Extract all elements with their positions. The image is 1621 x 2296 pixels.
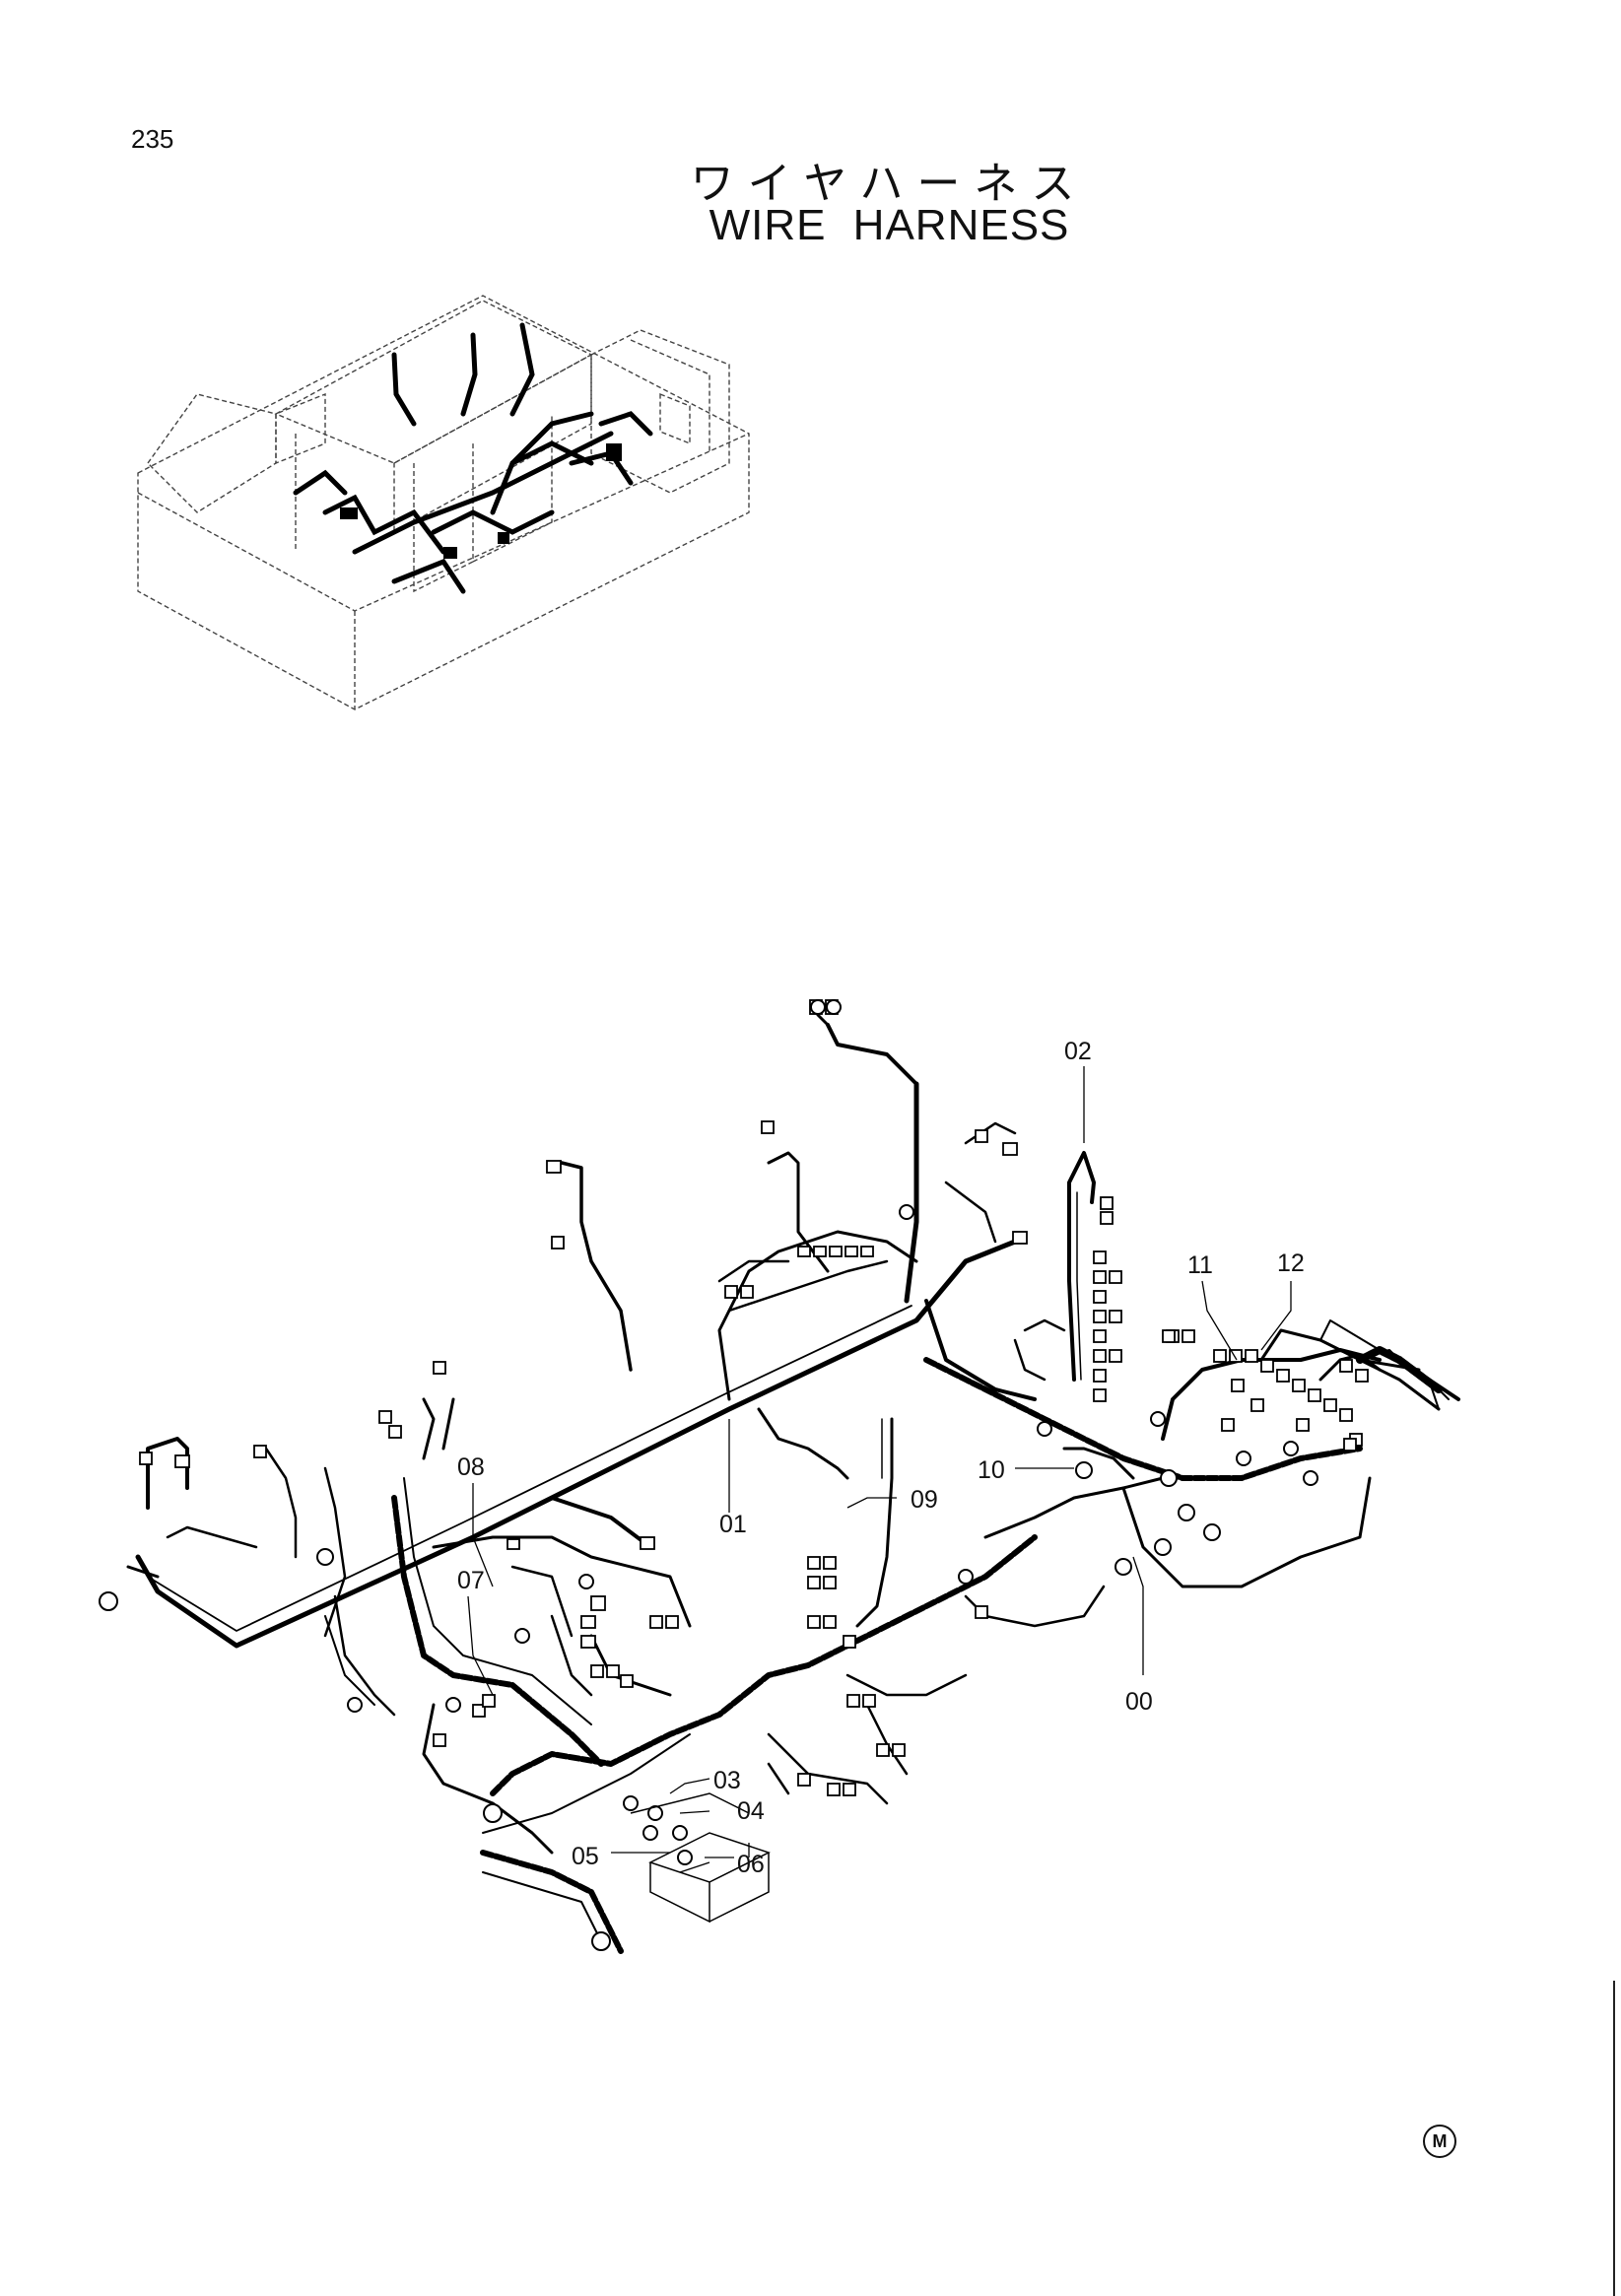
overview-harness-lines: [293, 322, 653, 594]
callout-05: 05: [572, 1843, 599, 1870]
m-mark: M: [1423, 2125, 1456, 2158]
callout-12: 12: [1277, 1249, 1305, 1277]
callout-03: 03: [713, 1767, 741, 1794]
callout-09: 09: [911, 1486, 938, 1514]
callout-10: 10: [978, 1456, 1005, 1484]
callout-labels: 02 11 12 10 09 01 08 07 00 03 04 05 06: [457, 1038, 1305, 1878]
callout-07: 07: [457, 1567, 485, 1594]
main-harness-bundles: [126, 1013, 1460, 1954]
machine-overview-illustration: [137, 295, 750, 710]
callout-00: 00: [1125, 1688, 1153, 1716]
title-japanese: ワイヤハーネス: [690, 159, 1089, 209]
title-english: WIRE HARNESS: [709, 201, 1070, 249]
page-edge-line: [1613, 1981, 1615, 2296]
callout-08: 08: [457, 1453, 485, 1481]
callout-06: 06: [737, 1851, 765, 1878]
battery-outline: [630, 1792, 771, 1924]
callout-01: 01: [719, 1511, 747, 1538]
round-connectors: [99, 999, 1318, 1951]
callout-leaders: [467, 1066, 1292, 1873]
callout-11: 11: [1187, 1251, 1213, 1279]
callout-02: 02: [1064, 1038, 1092, 1065]
page-number: 235: [131, 124, 174, 154]
callout-04: 04: [737, 1797, 765, 1825]
